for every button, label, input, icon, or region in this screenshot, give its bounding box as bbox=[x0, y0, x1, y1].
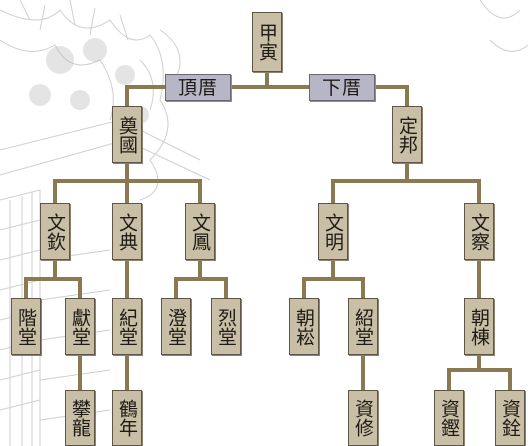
connector-l1a-children bbox=[24, 258, 82, 300]
connector-right-down bbox=[373, 85, 409, 110]
node-l1a: 文欽 bbox=[40, 203, 70, 260]
connector-r1-drops bbox=[331, 179, 481, 205]
node-r1a2: 紹堂 bbox=[348, 298, 378, 355]
node-l1a2: 獻堂 bbox=[65, 298, 95, 355]
node-r1a: 文明 bbox=[318, 203, 348, 260]
node-branch-left: 頂厝 bbox=[165, 74, 231, 101]
node-r1a2a: 資修 bbox=[348, 390, 378, 446]
node-l1c: 文鳳 bbox=[185, 203, 215, 260]
node-r1b1: 朝棟 bbox=[464, 298, 494, 355]
node-r1a1: 朝崧 bbox=[289, 298, 319, 355]
node-r1b1b: 資銓 bbox=[495, 390, 525, 446]
node-l1c1: 澄堂 bbox=[161, 298, 191, 355]
node-l1c2: 烈堂 bbox=[211, 298, 241, 355]
node-l1b1: 紀堂 bbox=[112, 298, 142, 355]
connector-l1c-children bbox=[174, 258, 228, 300]
node-l1b: 文典 bbox=[112, 203, 142, 260]
node-l1a2a: 攀龍 bbox=[65, 390, 95, 446]
node-l1: 奠國 bbox=[112, 106, 142, 163]
node-r1b: 文察 bbox=[464, 203, 494, 260]
connector-l1-drops bbox=[53, 179, 202, 205]
node-l1a1: 階堂 bbox=[11, 298, 41, 355]
node-branch-right: 下厝 bbox=[309, 74, 375, 101]
node-r1b1a: 資鏗 bbox=[434, 390, 464, 446]
connector-r1b1-children bbox=[447, 353, 512, 392]
node-root: 甲寅 bbox=[252, 12, 282, 72]
node-r1: 定邦 bbox=[392, 106, 422, 163]
node-l1b1a: 鶴年 bbox=[112, 390, 142, 446]
connector-r1a-children bbox=[302, 258, 365, 300]
